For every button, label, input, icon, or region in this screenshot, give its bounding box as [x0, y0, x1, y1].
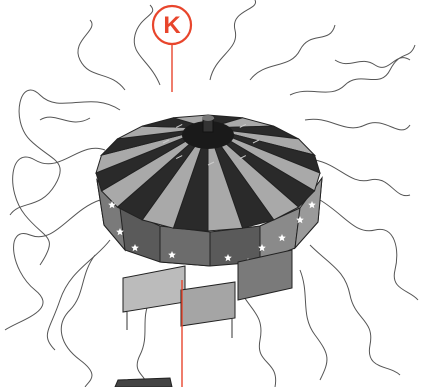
- base-fragment: [115, 378, 172, 387]
- callout-k-badge: K: [153, 6, 191, 44]
- callout-label: K: [163, 12, 181, 39]
